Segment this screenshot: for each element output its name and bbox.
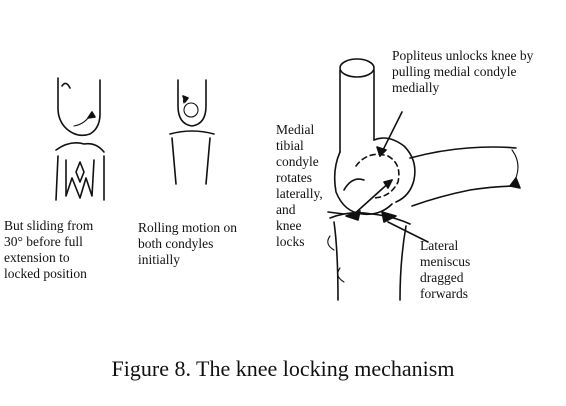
detailed-knee-sketch (327, 58, 521, 301)
rolling-knee-sketch (169, 79, 215, 185)
sliding-knee-sketch (55, 77, 105, 201)
sliding-label: But sliding from 30° before full extensi… (4, 218, 94, 281)
lateral-meniscus-label: Lateral meniscus dragged forwards (420, 238, 471, 301)
figure-caption: Figure 8. The knee locking mechanism (111, 356, 455, 381)
rolling-label: Rolling motion on both condyles initiall… (138, 220, 238, 267)
popliteus-label: Popliteus unlocks knee by pulling medial… (392, 48, 534, 95)
medial-condyle-label: Medial tibial condyle rotates laterally,… (276, 122, 323, 249)
